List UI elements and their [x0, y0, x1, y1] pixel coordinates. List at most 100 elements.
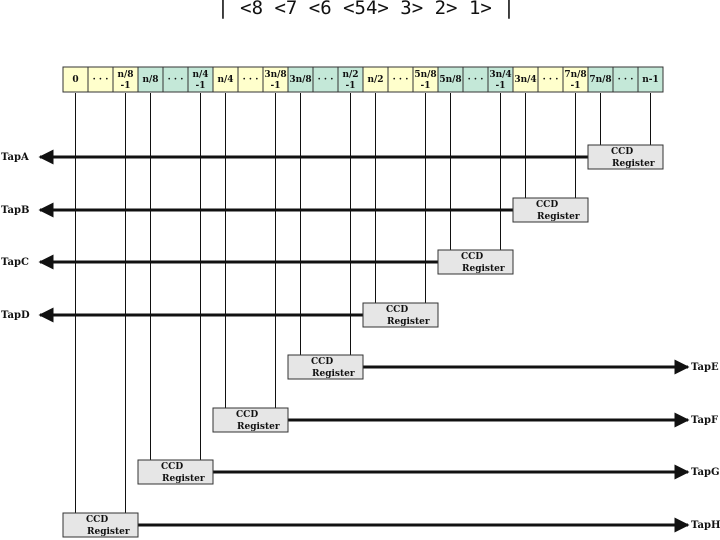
pixel-cell: · · ·: [387, 66, 414, 93]
pixel-cell-label: 3n/8: [264, 70, 286, 80]
pixel-cell-label: n/2: [367, 75, 383, 85]
pixel-cell: n-1: [637, 66, 664, 93]
pixel-cell-label: 3n/4: [514, 75, 536, 85]
pixel-cell: 5n/8-1: [412, 66, 439, 93]
ccd-register-subtitle: Register: [537, 212, 580, 222]
ccd-register-title: CCD: [536, 200, 558, 210]
ccd-register-subtitle: Register: [387, 317, 430, 327]
ccd-register-title: CCD: [461, 252, 483, 262]
pixel-cell: n/2-1: [337, 66, 364, 93]
ccd-register-subtitle: Register: [312, 369, 355, 379]
pixel-cell-label: · · ·: [543, 75, 559, 85]
ccd-register-title: CCD: [161, 462, 183, 472]
pixel-cell-label: · · ·: [93, 75, 109, 85]
ccd-register-subtitle: Register: [162, 474, 205, 484]
tap-label: TapF: [691, 415, 718, 426]
ccd-register: CCD Register: [512, 197, 589, 223]
pixel-cell-label: · · ·: [618, 75, 634, 85]
pixel-cell: n/4: [212, 66, 239, 93]
ccd-register-title: CCD: [386, 305, 408, 315]
tap-row-tapf: TapF CCD Register: [212, 407, 718, 433]
tap-label: TapD: [1, 310, 30, 321]
tap-label: TapC: [1, 257, 29, 268]
pixel-cell-label: · · ·: [318, 75, 334, 85]
tap-row-tape: TapE CCD Register: [287, 354, 719, 380]
diagram-title: | <8 <7 <6 <54> 3> 2> 1> |: [217, 0, 514, 19]
pixel-cell-sublabel: -1: [496, 81, 506, 91]
ccd-register: CCD Register: [587, 144, 664, 170]
pixel-cell-label: 3n/8: [289, 75, 311, 85]
ccd-register-title: CCD: [311, 357, 333, 367]
pixel-cell: 0: [62, 66, 89, 93]
ccd-register-title: CCD: [611, 147, 633, 157]
pixel-cell: 7n/8: [587, 66, 614, 93]
pixel-cell: 3n/4-1: [487, 66, 514, 93]
ccd-register: CCD Register: [62, 512, 139, 538]
ccd-register: CCD Register: [137, 459, 214, 485]
connection-lines: [73, 93, 653, 524]
pixel-cell-label: 5n/8: [414, 70, 436, 80]
pixel-cell-label: · · ·: [168, 75, 184, 85]
pixel-cell-label: n/4: [192, 70, 208, 80]
pixel-cell: 3n/8: [287, 66, 314, 93]
pixel-cell: n/8: [137, 66, 164, 93]
tap-row-tapd: TapD CCD Register: [1, 302, 439, 328]
pixel-cell: 3n/8-1: [262, 66, 289, 93]
pixel-cell: · · ·: [162, 66, 189, 93]
pixel-cell: n/4-1: [187, 66, 214, 93]
pixel-cell-label: 7n/8: [589, 75, 611, 85]
pixel-cell-sublabel: -1: [121, 81, 131, 91]
pixel-cell-label: n/2: [342, 70, 358, 80]
tap-row-tapg: TapG CCD Register: [137, 459, 720, 485]
pixel-cell-label: · · ·: [468, 75, 484, 85]
pixel-cell-sublabel: -1: [571, 81, 581, 91]
tap-label: TapE: [691, 362, 719, 373]
pixel-cell: · · ·: [237, 66, 264, 93]
pixel-cell-label: n-1: [642, 75, 659, 85]
pixel-cell-sublabel: -1: [346, 81, 356, 91]
ccd-register-title: CCD: [236, 410, 258, 420]
pixel-cell-label: n/8: [117, 70, 133, 80]
tap-label: TapH: [691, 520, 720, 531]
pixel-cell-sublabel: -1: [421, 81, 431, 91]
pixel-cell: 5n/8: [437, 66, 464, 93]
ccd-register-subtitle: Register: [612, 159, 655, 169]
tap-row-taph: TapH CCD Register: [62, 512, 720, 538]
pixel-cell: 7n/8-1: [562, 66, 589, 93]
pixel-cell-label: 3n/4: [489, 70, 511, 80]
ccd-register: CCD Register: [287, 354, 364, 380]
pixel-cell-sublabel: -1: [271, 81, 281, 91]
pixel-cell: n/8-1: [112, 66, 139, 93]
tap-row-tapb: TapB CCD Register: [1, 197, 589, 223]
pixel-cell-label: · · ·: [243, 75, 259, 85]
pixel-cell-label: n/4: [217, 75, 233, 85]
pixel-cell-label: 5n/8: [439, 75, 461, 85]
pixel-cell: · · ·: [612, 66, 639, 93]
pixel-cell-label: 7n/8: [564, 70, 586, 80]
tap-row-tapa: TapA CCD Register: [1, 144, 664, 170]
tap-label: TapB: [1, 205, 29, 216]
ccd-register-subtitle: Register: [462, 264, 505, 274]
pixel-cell: 3n/4: [512, 66, 539, 93]
ccd-register-subtitle: Register: [87, 527, 130, 537]
ccd-register: CCD Register: [362, 302, 439, 328]
pixel-cell: n/2: [362, 66, 389, 93]
tap-row-tapc: TapC CCD Register: [1, 249, 514, 275]
tap-label: TapA: [1, 152, 29, 163]
pixel-cell: · · ·: [462, 66, 489, 93]
pixel-cell-label: · · ·: [393, 75, 409, 85]
pixel-cell-sublabel: -1: [196, 81, 206, 91]
ccd-register-title: CCD: [86, 515, 108, 525]
ccd-register: CCD Register: [212, 407, 289, 433]
ccd-register-subtitle: Register: [237, 422, 280, 432]
pixel-cell: · · ·: [87, 66, 114, 93]
pixel-cell: · · ·: [312, 66, 339, 93]
pixel-cell-label: n/8: [142, 75, 158, 85]
tap-label: TapG: [691, 467, 720, 478]
ccd-register: CCD Register: [437, 249, 514, 275]
pixel-array: 0· · ·n/8-1n/8· · ·n/4-1n/4· · ·3n/8-13n…: [62, 66, 664, 93]
pixel-cell-label: 0: [72, 75, 78, 85]
pixel-cell: · · ·: [537, 66, 564, 93]
